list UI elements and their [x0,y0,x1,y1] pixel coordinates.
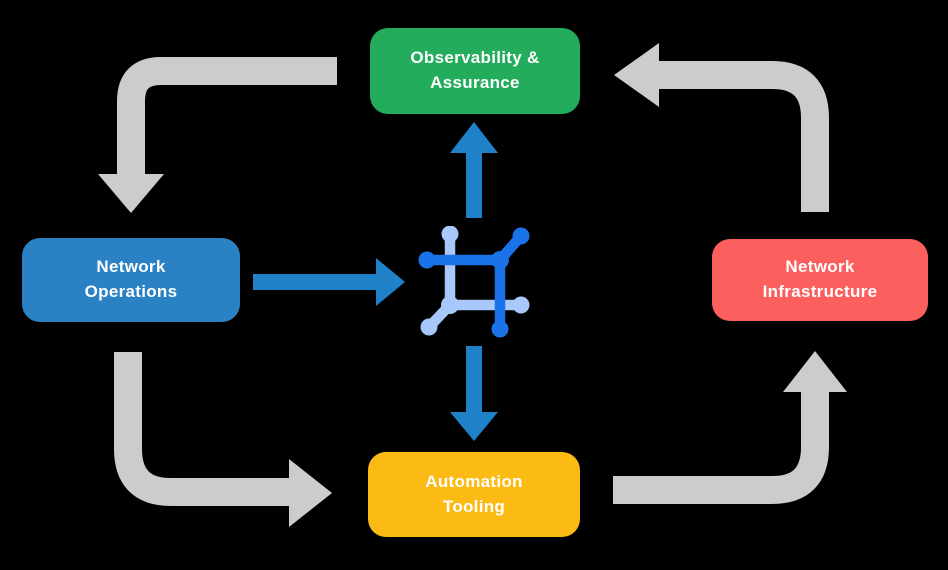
node-label: Automation Tooling [425,471,523,516]
arrow-operations-to-automation-head [289,459,332,527]
icon-node-circle [418,251,436,269]
icon-node-circle [441,226,459,243]
node-label: Network Infrastructure [762,257,878,301]
node-automation-tooling: Automation Tooling [368,452,580,537]
node-label: Observability & Assurance [410,48,540,92]
network-fabric-icon [418,226,530,338]
icon-node-circle [512,296,530,314]
arrow-operations-to-center-head [376,258,405,306]
node-label: Network Operations [84,257,178,301]
node-network-operations: Network Operations [22,238,240,322]
icon-node-circle [491,320,509,338]
arrow-automation-to-infrastructure-head [783,351,847,392]
arrow-automation-to-infrastructure-shaft [613,391,829,504]
icon-junction-circle [441,296,459,314]
arrow-operations-to-automation-shaft [114,352,289,506]
arrow-center-to-observability-head [450,122,498,153]
icon-junction-circle [491,251,509,269]
icon-node-circle [512,227,530,245]
arrow-observability-to-operations-shaft [117,57,337,176]
arrow-infrastructure-to-observability-head [614,43,659,107]
node-observability-assurance: Observability & Assurance [370,28,580,114]
node-network-infrastructure: Network Infrastructure [712,239,928,321]
arrow-center-to-automation-head [450,412,498,441]
arrow-infrastructure-to-observability-shaft [658,61,829,212]
icon-node-circle [420,318,438,336]
arrow-observability-to-operations-head [98,174,164,213]
